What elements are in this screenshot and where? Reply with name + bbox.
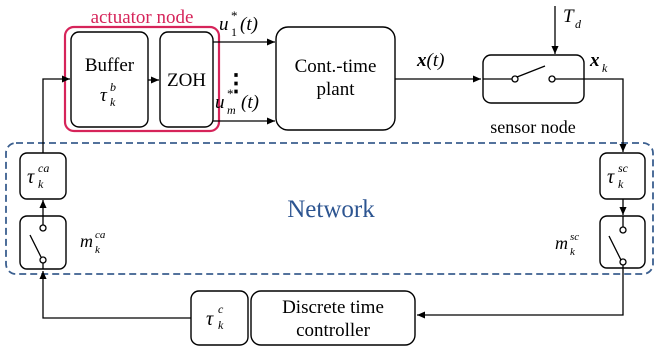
buffer-tau: τ (100, 85, 108, 106)
msc-sub: k (570, 246, 576, 258)
tau-c-base: τ (206, 308, 214, 330)
tau-c-sup: c (218, 302, 224, 316)
zoh-label: ZOH (167, 70, 206, 91)
um-tail: (t) (241, 92, 259, 113)
buffer-title: Buffer (85, 55, 135, 76)
sensor-node-label: sensor node (490, 117, 575, 137)
msc-base: m (555, 233, 568, 253)
tau-c-to-mca-arrow (39, 271, 191, 319)
buffer-tau-sup: b (110, 80, 116, 94)
mca-base: m (80, 231, 93, 251)
u1-label: u (219, 14, 229, 35)
xk-sub: k (602, 61, 608, 75)
msc-sup: sc (570, 231, 579, 243)
plant-line2: plant (317, 79, 356, 100)
tau-ca-base: τ (27, 166, 35, 188)
u1-sup: * (231, 8, 238, 23)
xt-label: x(t) (416, 50, 444, 71)
um-sup: * (227, 86, 234, 101)
tau-ca-sup: ca (38, 161, 49, 175)
controller-line2: controller (296, 320, 371, 341)
buffer-tau-sub: k (110, 95, 116, 109)
um-sub: m (227, 103, 236, 117)
mca-switch-contact-bottom (39, 256, 47, 264)
network-region (5, 142, 654, 275)
um-label: u (215, 92, 225, 113)
u1-tail: (t) (240, 14, 258, 35)
zoh-block (159, 31, 214, 128)
sensor-switch-contact-right (548, 75, 556, 83)
msc-switch-contact-top (619, 226, 627, 234)
tau-sc-sub: k (618, 177, 624, 191)
tau-ca-sub: k (38, 177, 44, 191)
sensor-to-tau-sc-arrow (584, 78, 627, 152)
tau-sc-sup: sc (618, 161, 629, 175)
mca-switch-blade (29, 234, 42, 258)
msc-switch-blade (608, 235, 622, 261)
mca-sub: k (95, 244, 101, 256)
tau-sc-base: τ (607, 166, 615, 188)
ellipsis: ⋮ (224, 71, 248, 97)
mca-switch-contact-top (39, 224, 47, 232)
plant-line1: Cont.-time (295, 56, 377, 77)
u1-sub: 1 (231, 25, 237, 39)
msc-to-controller-arrow (417, 268, 624, 319)
tau-ca-to-buffer-arrow (42, 75, 70, 153)
actuator-node-label: actuator node (91, 7, 194, 28)
td-sub: d (575, 17, 582, 31)
msc-switch-contact-bottom (619, 258, 627, 266)
mca-sup: ca (95, 229, 106, 241)
controller-line1: Discrete time (282, 297, 384, 318)
sensor-switch-blade (516, 65, 546, 78)
sensor-switch-contact-left (511, 75, 519, 83)
td-label: T (563, 6, 575, 27)
network-label: Network (287, 196, 375, 223)
xk-label: x (589, 50, 600, 71)
controller-block (250, 290, 416, 346)
tau-c-sub: k (218, 318, 224, 332)
